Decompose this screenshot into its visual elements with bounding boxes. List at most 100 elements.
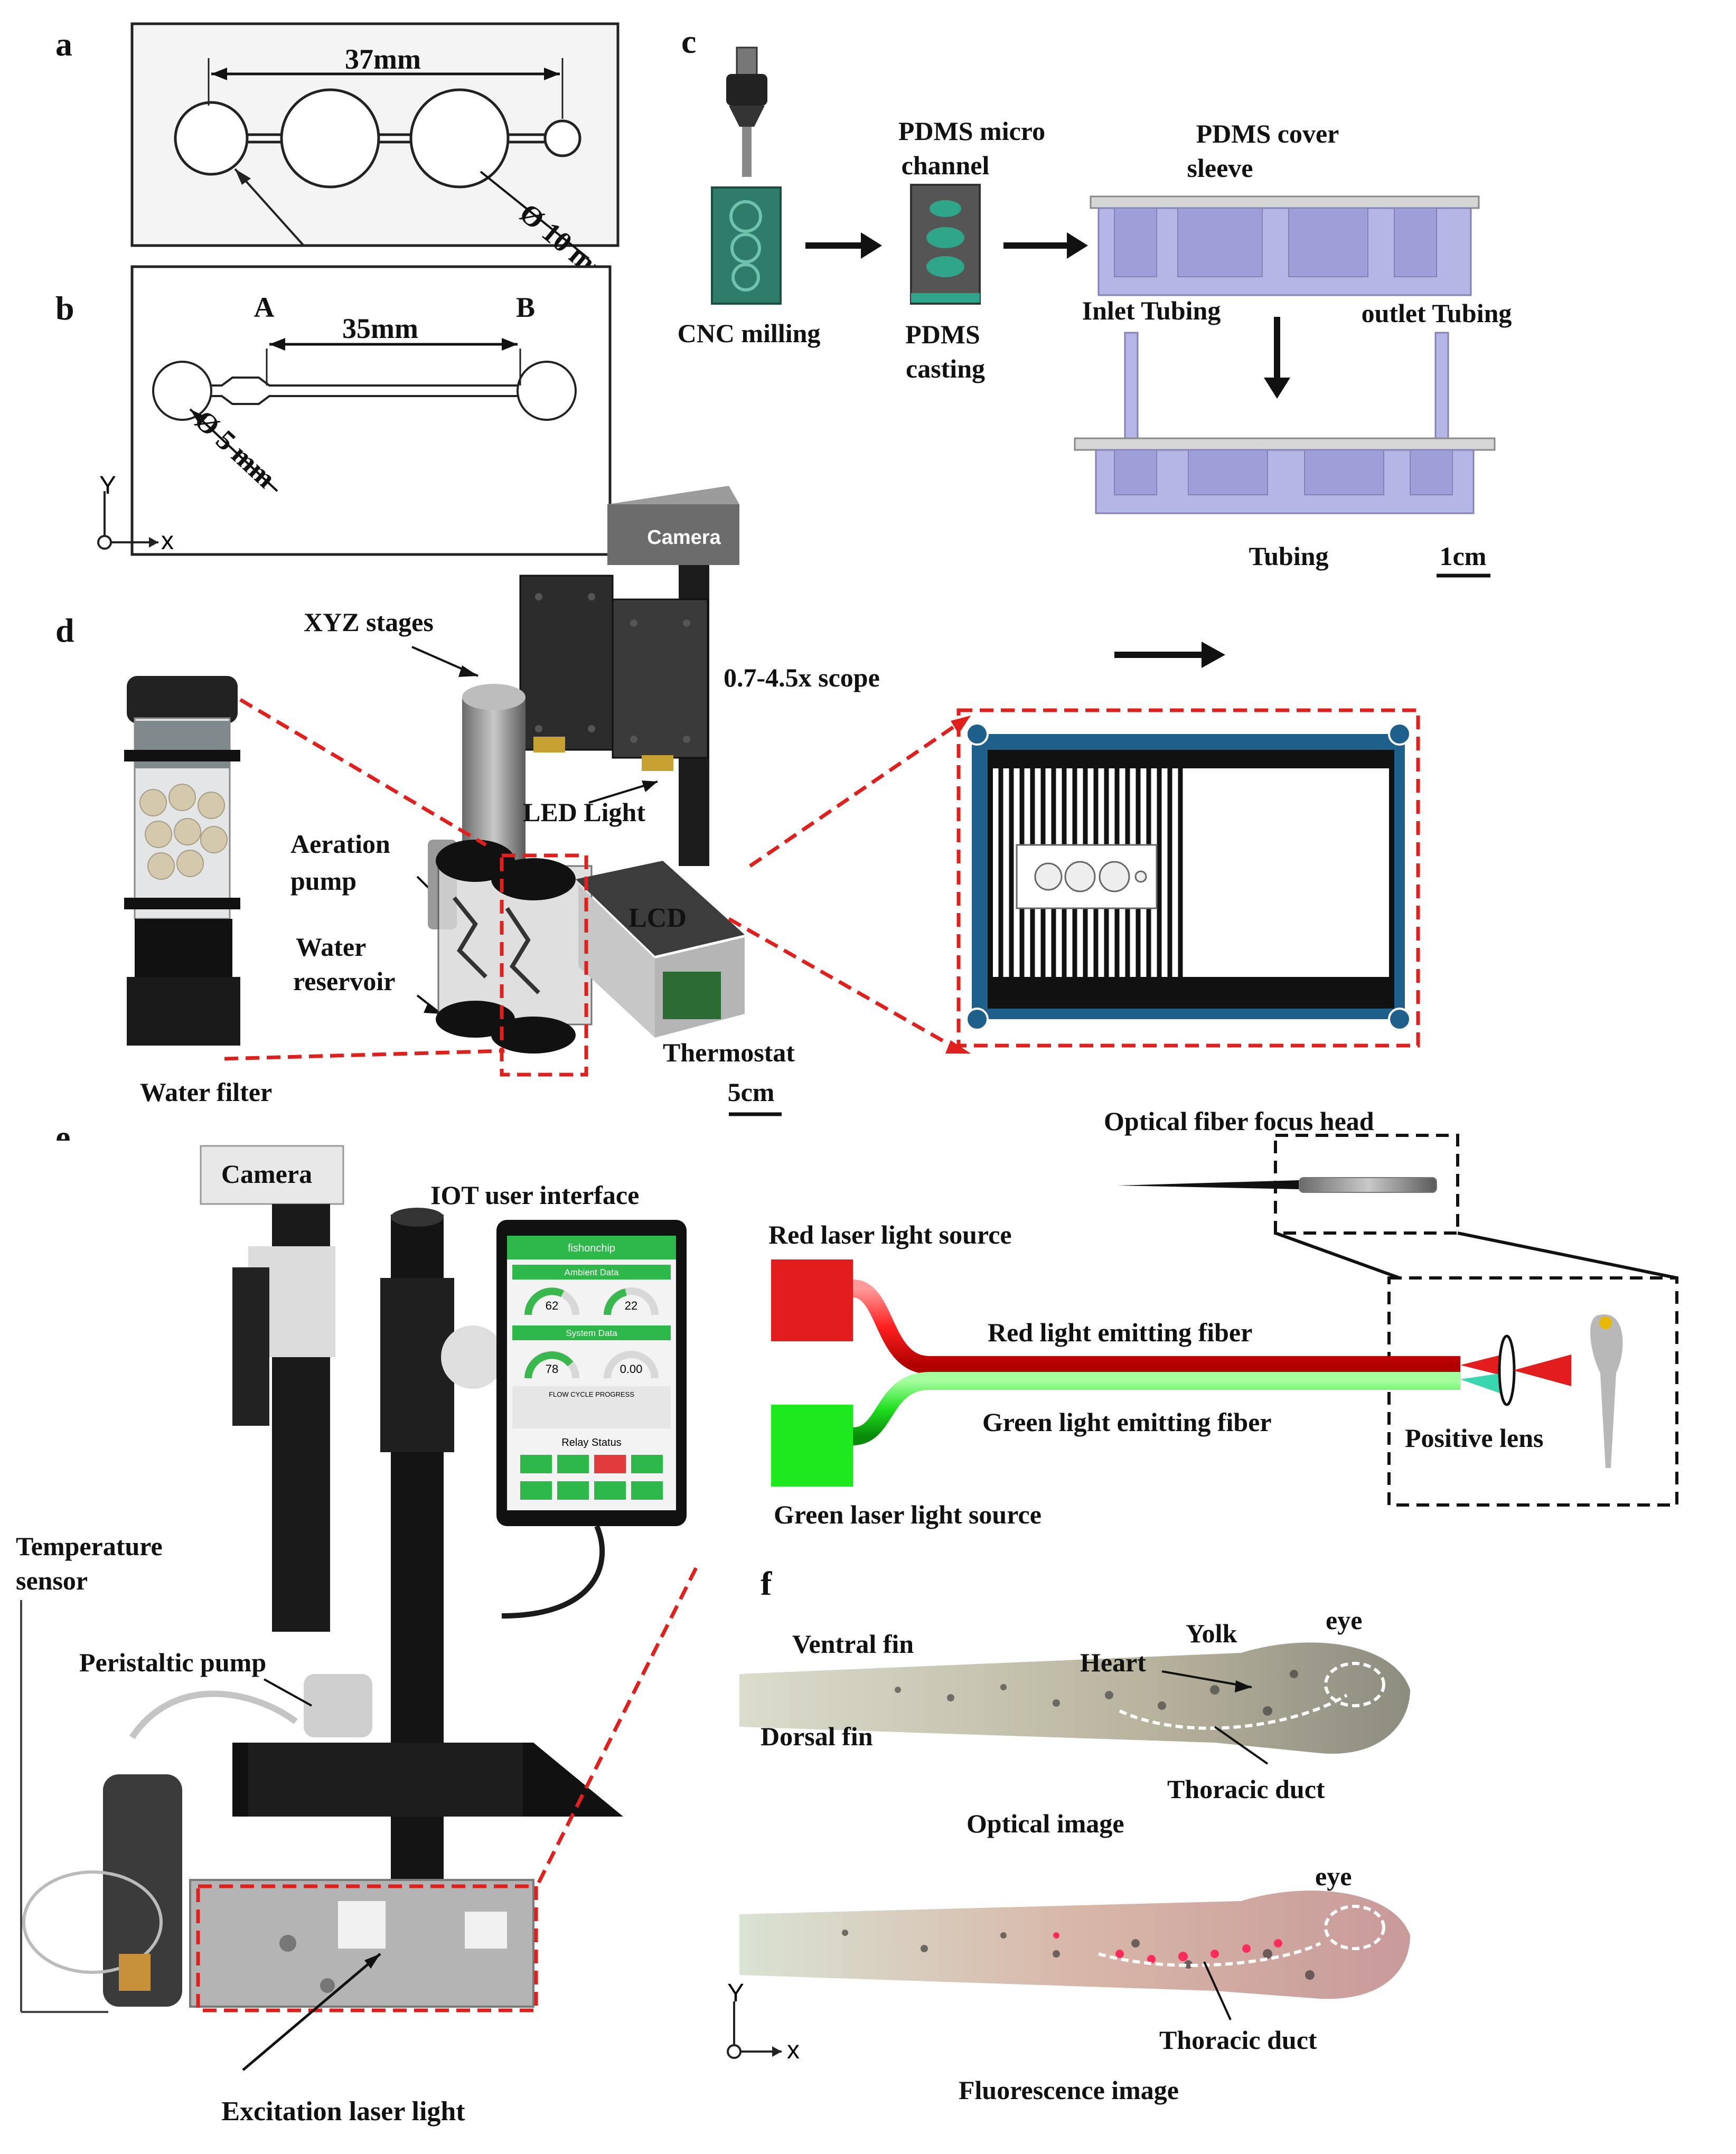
panel-label-c: c	[681, 23, 696, 60]
zoom-box-laser	[196, 1884, 538, 2012]
phone-app-title: fishonchip	[568, 1243, 615, 1254]
gauge-1: 62	[546, 1299, 558, 1312]
panel-label-b: b	[55, 289, 74, 327]
point-b: B	[516, 291, 535, 323]
gauge-2: 22	[625, 1299, 637, 1312]
panel-f: f Ventral fin Dorsal fin Yolk Heart eye …	[727, 1565, 1410, 2105]
phone-flow: FLOW CYCLE PROGRESS	[549, 1390, 634, 1398]
label-camera-3d: Camera	[647, 526, 721, 549]
dimension-35mm: 35mm	[342, 313, 418, 344]
label-pdms-cover-2: sleeve	[1187, 153, 1253, 183]
label-aeration-2: pump	[290, 866, 356, 896]
label-inlet-tubing: Inlet Tubing	[1082, 296, 1221, 325]
positive-lens	[1498, 1334, 1516, 1406]
water-filter-3d	[124, 676, 240, 1046]
label-green-source: Green laser light source	[774, 1500, 1041, 1529]
phone-system: System Data	[566, 1328, 617, 1338]
green-fiber	[852, 1372, 1460, 1445]
label-yolk: Yolk	[1186, 1619, 1237, 1648]
label-positive-lens: Positive lens	[1405, 1423, 1543, 1453]
arrow-c2	[1067, 232, 1088, 259]
lens-detail-box	[1387, 1276, 1678, 1507]
optics-diagram: Optical fiber focus head Red laser light…	[768, 1106, 1678, 1529]
label-reservoir-1: Water	[296, 932, 366, 962]
panel-a: a 37mm Ø 10 mm	[55, 22, 620, 294]
chip-b-channel	[152, 361, 577, 421]
label-fiber-head: Optical fiber focus head	[1104, 1106, 1374, 1136]
panel-label-f: f	[761, 1565, 772, 1602]
label-led-light: LED Light	[523, 797, 645, 827]
gauge-4: 0.00	[620, 1362, 643, 1376]
label-scale-1cm: 1cm	[1440, 541, 1487, 571]
label-lcd: LCD	[628, 903, 687, 933]
dimension-37mm: 37mm	[345, 43, 421, 75]
xyz-stages	[519, 575, 709, 771]
label-heart: Heart	[1080, 1648, 1146, 1677]
label-thoracic-2: Thoracic duct	[1159, 2025, 1317, 2055]
label-fluorescence-image: Fluorescence image	[959, 2075, 1179, 2105]
zoom-box-lcd	[956, 708, 1420, 1048]
label-camera-photo: Camera	[221, 1159, 312, 1189]
label-cnc-milling: CNC milling	[678, 318, 821, 348]
label-pdms-cover-1: PDMS cover	[1196, 119, 1339, 148]
label-eye-2: eye	[1315, 1861, 1352, 1891]
label-eye-1: eye	[1326, 1605, 1362, 1635]
phone-ambient: Ambient Data	[565, 1267, 620, 1277]
axis-y-f: Y	[727, 1979, 744, 2007]
fish-optical-image	[739, 1642, 1410, 1754]
label-water-filter: Water filter	[140, 1077, 272, 1107]
green-laser-source	[771, 1405, 853, 1487]
arrow-c3	[1264, 378, 1290, 399]
label-xyz-stages: XYZ stages	[304, 607, 434, 637]
lcd-screen-illustration	[965, 722, 1411, 1031]
panel-label-a: a	[55, 25, 72, 63]
label-aeration-1: Aeration	[290, 829, 390, 859]
arrow-d	[1202, 642, 1225, 668]
gauge-3: 78	[546, 1362, 558, 1376]
camera-3d: Camera	[607, 486, 739, 565]
label-tubing: Tubing	[1249, 541, 1328, 571]
chip-b-frame	[130, 265, 612, 556]
label-reservoir-2: reservoir	[293, 966, 395, 996]
arrow-c1	[861, 232, 882, 259]
phone-relay-buttons	[520, 1455, 663, 1500]
red-laser-source	[771, 1259, 853, 1341]
fiber-head-metal	[1299, 1177, 1437, 1193]
setup-photo: Camera fishonchip Ambient Data 62 22 Sys…	[22, 1145, 687, 2008]
label-pdms-casting-2: casting	[906, 354, 985, 383]
cnc-mill-bit	[726, 46, 767, 177]
label-outlet-tubing: outlet Tubing	[1362, 298, 1512, 328]
label-temp-sensor-2: sensor	[16, 1566, 88, 1595]
panel-d: d Camera 0.7-4.5x scope XYZ stages LED L…	[55, 486, 1420, 1116]
label-optical-image: Optical image	[966, 1809, 1124, 1838]
pdms-assembled-chip	[1074, 332, 1496, 514]
panel-e: e Camera fishonchip Ambient Data 62	[16, 1106, 1678, 2127]
label-temp-sensor-1: Temperature	[16, 1531, 163, 1561]
label-dorsal-fin: Dorsal fin	[761, 1722, 873, 1751]
label-ventral-fin: Ventral fin	[792, 1629, 914, 1659]
axis-indicator-f: Y x	[727, 1979, 800, 2064]
axis-y-b: Y	[99, 472, 116, 500]
label-scale-5cm: 5cm	[728, 1077, 775, 1107]
zebrafish-larva	[1590, 1314, 1623, 1468]
label-peristaltic: Peristaltic pump	[79, 1648, 266, 1677]
panel-c: c CNC milling PDMS micro channel PDMS ca…	[678, 23, 1512, 578]
axis-x-b: x	[161, 527, 174, 555]
panel-label-d: d	[55, 612, 74, 649]
label-pdms-micro-1: PDMS micro	[898, 116, 1045, 146]
zoom-box-reservoir	[500, 853, 588, 1077]
phone-relay: Relay Status	[561, 1437, 621, 1448]
reservoir-3d	[428, 840, 593, 1054]
label-pdms-casting-1: PDMS	[905, 319, 980, 349]
label-red-source: Red laser light source	[768, 1220, 1012, 1249]
label-excitation-laser: Excitation laser light	[221, 2096, 465, 2127]
axis-x-f: x	[787, 2036, 800, 2064]
label-thoracic-1: Thoracic duct	[1167, 1774, 1325, 1804]
label-scope: 0.7-4.5x scope	[724, 663, 880, 692]
red-fiber	[852, 1280, 1460, 1374]
cnc-mold-block	[711, 186, 782, 305]
chip-a-chambers	[174, 88, 581, 189]
lcd-thermostat-3d: LCD	[576, 861, 745, 1038]
point-a: A	[254, 291, 275, 323]
